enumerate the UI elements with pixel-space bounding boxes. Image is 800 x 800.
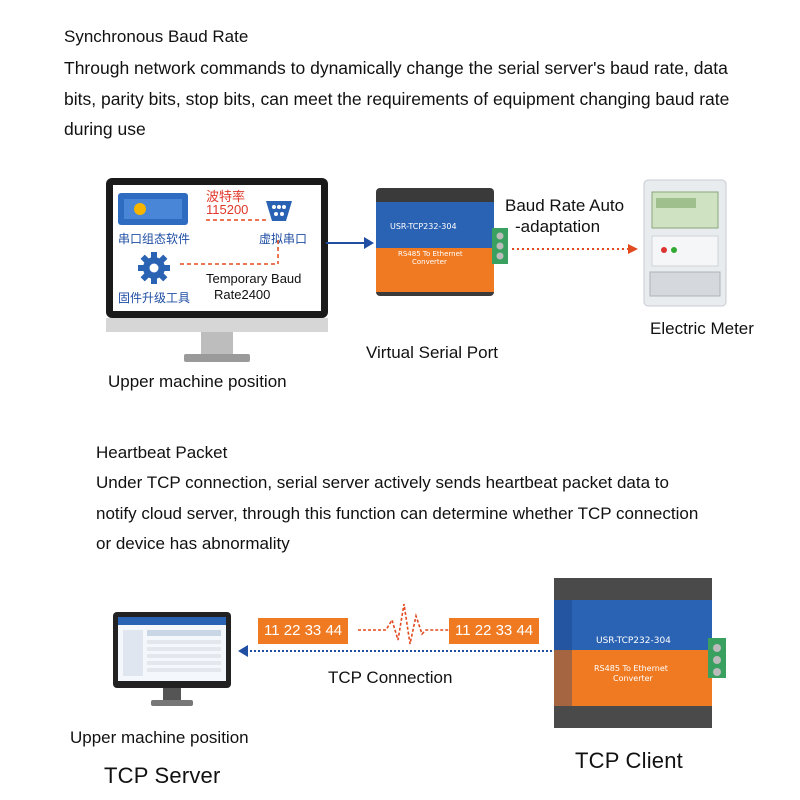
- device2-model: USR-TCP232-304: [596, 636, 671, 646]
- serial-port-icon: [266, 201, 292, 221]
- server-monitor: [113, 612, 231, 710]
- auto-adapt-line2: -adaptation: [515, 217, 601, 236]
- dashed-baud-line: [206, 219, 268, 221]
- serial-config-label: 串口组态软件: [118, 232, 191, 246]
- auto-adapt-line1: Baud Rate Auto: [505, 196, 625, 215]
- section-heading-baud: Synchronous Baud Rate: [64, 27, 249, 46]
- section-description-heartbeat-2: notify cloud server, through this functi…: [96, 504, 699, 523]
- firmware-tool-label: 固件升级工具: [118, 291, 191, 305]
- heartbeat-packet-right: 11 22 33 44: [449, 618, 540, 644]
- tcp-server-label: TCP Server: [104, 763, 221, 788]
- serial-server-device: [372, 188, 512, 296]
- tcp-client-device: [548, 578, 728, 728]
- temp-baud-line2: Rate2400: [214, 287, 271, 302]
- arrow-pc-to-device: [326, 237, 374, 249]
- tcp-connection-label: TCP Connection: [328, 668, 453, 687]
- device1-product-line1: RS485 To Ethernet: [398, 250, 463, 258]
- baud-rate-label: 波特率: [206, 189, 246, 204]
- baud-rate-value: 115200: [206, 202, 249, 217]
- device-caption: Virtual Serial Port: [366, 343, 498, 362]
- tcp-connection-arrow: [238, 645, 554, 657]
- pc-caption-top: Upper machine position: [108, 372, 287, 391]
- device2-product-line1: RS485 To Ethernet: [594, 664, 668, 673]
- screen-serial-config-icon: [118, 193, 188, 225]
- section-heading-heartbeat: Heartbeat Packet: [96, 443, 228, 462]
- device1-product-line2: Converter: [412, 258, 447, 266]
- temp-baud-line1: Temporary Baud: [206, 271, 302, 286]
- device1-model: USR-TCP232-304: [390, 222, 457, 231]
- section-description-heartbeat-3: or device has abnormality: [96, 534, 290, 553]
- virtual-port-label: 虚拟串口: [259, 232, 308, 246]
- dashed-vertical-line: [277, 240, 279, 264]
- heartbeat-packet-left: 11 22 33 44: [258, 618, 349, 644]
- section-description-baud: Through network commands to dynamically …: [64, 58, 730, 139]
- dotted-arrow-to-meter: [512, 244, 638, 254]
- heartbeat-wave: [358, 603, 450, 645]
- device2-product-line2: Converter: [613, 674, 653, 683]
- section-description-heartbeat-1: Under TCP connection, serial server acti…: [96, 473, 669, 492]
- tcp-client-label: TCP Client: [575, 748, 683, 773]
- pc-caption-bottom: Upper machine position: [70, 728, 249, 747]
- dashed-temp-line: [180, 263, 278, 265]
- meter-caption: Electric Meter: [650, 319, 754, 338]
- gear-icon: [138, 252, 170, 284]
- electric-meter: [643, 179, 727, 307]
